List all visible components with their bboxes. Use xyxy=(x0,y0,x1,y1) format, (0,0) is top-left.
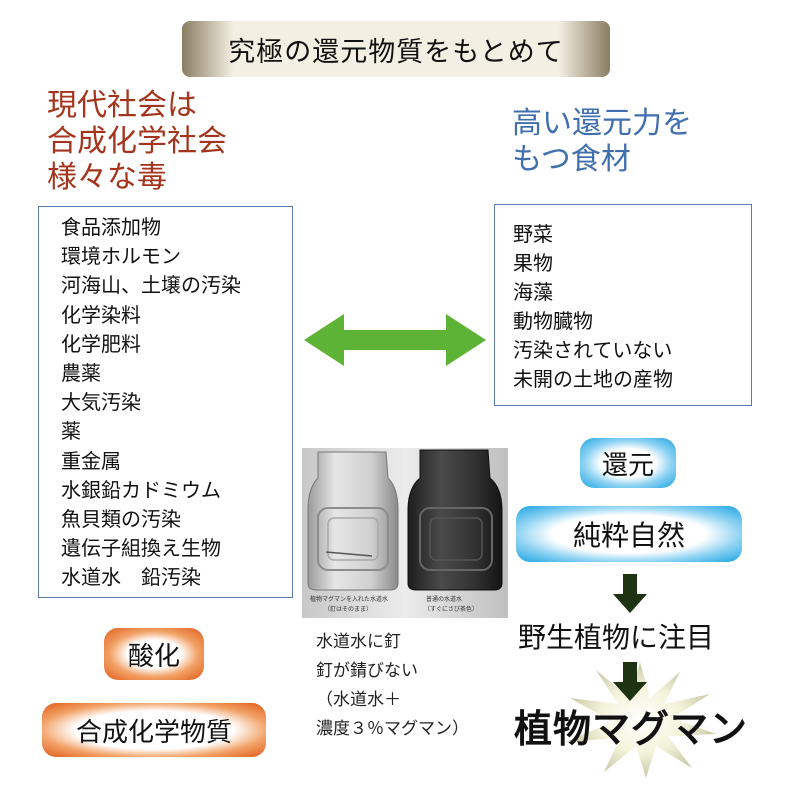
caption-line: 釘が錆びない xyxy=(316,661,418,681)
caption-line: 水道水に釘 xyxy=(316,632,401,652)
down-arrow-icon xyxy=(613,662,647,701)
list-item: 食品添加物 xyxy=(61,215,161,239)
wild-plants-label: 野生植物に注目 xyxy=(518,621,715,654)
right-heading-line: もつ食材 xyxy=(512,142,631,177)
down-arrow-icon xyxy=(613,574,647,613)
bottles-photo: 植物マグマンを入れた水道水 （釘はそのまま） 普通の水道水 （すぐにさび茶色） xyxy=(302,448,508,618)
right-heading-line: 高い還元力を xyxy=(512,106,692,141)
right-heading: 高い還元力を もつ食材 xyxy=(512,106,692,178)
toxins-list: 食品添加物 環境ホルモン 河海山、土壌の汚染 化学染料 化学肥料 農薬 大気汚染… xyxy=(61,213,292,593)
list-item: 大気汚染 xyxy=(61,390,141,415)
list-item: 汚染されていない xyxy=(513,338,673,362)
list-item: 化学肥料 xyxy=(61,331,141,356)
photo-caption: 水道水に釘 釘が錆びない （水道水＋ 濃度３％マグマン） xyxy=(316,628,469,744)
photo-left-sublabel: （釘はそのまま） xyxy=(324,606,373,613)
list-item: 果物 xyxy=(513,251,553,275)
list-item: 海藻 xyxy=(513,280,553,304)
photo-left-label: 植物マグマンを入れた水道水 xyxy=(310,596,389,603)
left-heading-line: 現代社会は xyxy=(47,88,197,123)
list-item: 動物臓物 xyxy=(513,309,593,333)
list-item: 野菜 xyxy=(513,222,553,246)
list-item: 化学染料 xyxy=(61,302,141,327)
list-item: 魚貝類の汚染 xyxy=(61,507,181,532)
left-heading-line: 様々な毒 xyxy=(47,160,167,195)
list-item: 遺伝子組換え生物 xyxy=(61,536,221,561)
list-item: 未開の土地の産物 xyxy=(513,367,673,391)
list-item: 薬 xyxy=(61,419,81,444)
photo-right-sublabel: （すぐにさび茶色） xyxy=(424,606,478,613)
left-heading: 現代社会は 合成化学社会 様々な毒 xyxy=(47,88,227,196)
reducing-foods-list: 野菜 果物 海藻 動物臓物 汚染されていない 未開の土地の産物 xyxy=(513,220,751,394)
bottles-image-icon xyxy=(302,448,508,618)
reducing-foods-list-box: 野菜 果物 海藻 動物臓物 汚染されていない 未開の土地の産物 xyxy=(494,204,752,406)
pure-nature-label: 純粋自然 xyxy=(516,506,742,562)
list-item: 重金属 xyxy=(61,448,121,473)
list-item: 水道水 鉛汚染 xyxy=(61,565,201,590)
page-title: 究極の還元物質をもとめて xyxy=(182,21,610,77)
photo-right-label: 普通の水道水 xyxy=(426,596,463,603)
list-item: 環境ホルモン xyxy=(61,244,181,269)
toxins-list-box: 食品添加物 環境ホルモン 河海山、土壌の汚染 化学染料 化学肥料 農薬 大気汚染… xyxy=(38,206,293,598)
synthetic-chemicals-label: 合成化学物質 xyxy=(42,703,266,757)
list-item: 河海山、土壌の汚染 xyxy=(61,273,241,298)
caption-line: 濃度３％マグマン） xyxy=(316,719,469,739)
reduction-label: 還元 xyxy=(580,438,676,488)
product-name: 植物マグマン xyxy=(514,707,749,751)
double-arrow-icon xyxy=(304,314,486,366)
list-item: 農薬 xyxy=(61,361,101,386)
left-heading-line: 合成化学社会 xyxy=(47,124,227,159)
list-item: 水銀鉛カドミウム xyxy=(61,477,221,502)
oxidation-label: 酸化 xyxy=(104,628,204,680)
caption-line: （水道水＋ xyxy=(316,690,401,710)
starburst-icon xyxy=(566,662,716,778)
